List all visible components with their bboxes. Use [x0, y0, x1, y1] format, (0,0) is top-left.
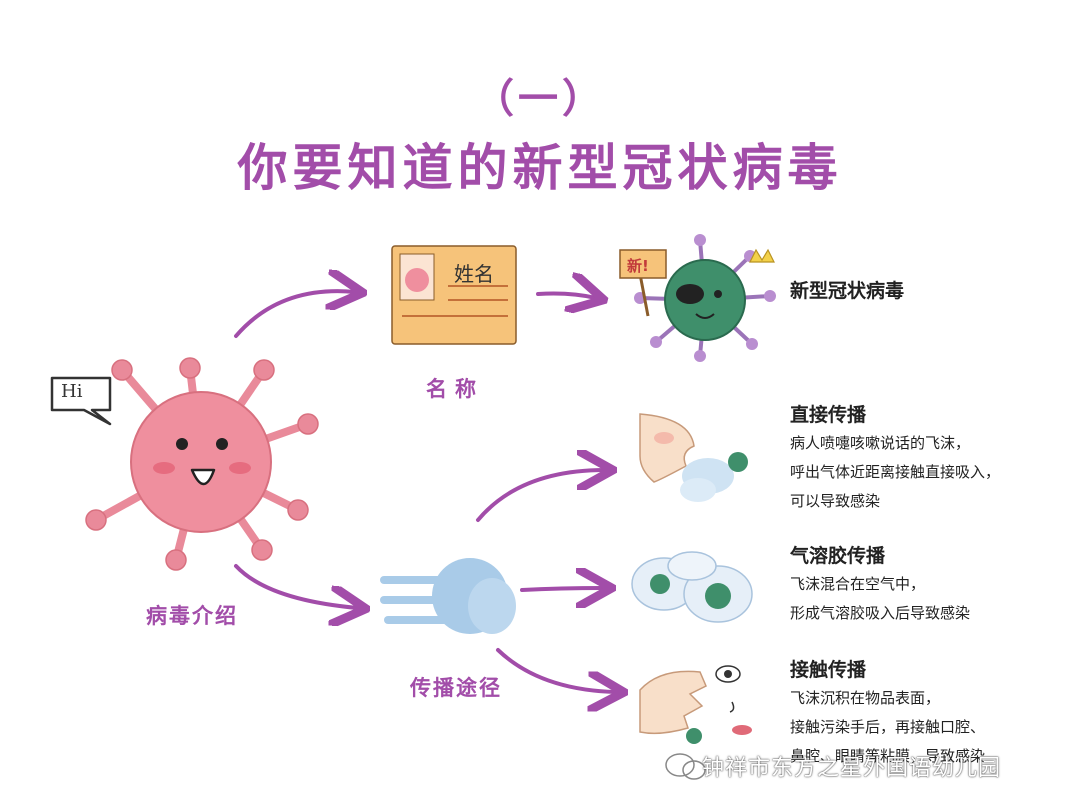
virus-small-1: [728, 452, 748, 472]
arrow-virus-to-name: [234, 291, 355, 338]
new-virus-character: [619, 234, 776, 362]
transmission-label: 传播途径: [410, 676, 502, 700]
name-card: [391, 245, 517, 345]
route-title: 气溶胶传播: [790, 545, 886, 567]
aerosol-clouds: [631, 551, 753, 623]
route-title: 直接传播: [790, 404, 867, 426]
watermark-text: 钟祥市东方之星外国语幼儿园: [702, 756, 1002, 781]
route-contact: 接触传播 飞沫沉积在物品表面， 接触污染手后，再接触口腔、 鼻腔、眼睛等粘膜，导…: [790, 655, 985, 771]
arrow-virus-to-transmission: [234, 564, 358, 608]
speech-bubble: [50, 376, 112, 426]
route-text: 飞沫沉积在物品表面， 接触污染手后，再接触口腔、 鼻腔、眼睛等粘膜，导致感染: [790, 689, 986, 765]
arrow-name-to-result: [536, 294, 596, 299]
name-label: 名称: [426, 377, 484, 401]
sneezing-face: [639, 413, 734, 502]
route-text: 飞沫混合在空气中， 形成气溶胶吸入后导致感染: [790, 575, 971, 622]
greeting-text: Hi: [61, 381, 83, 402]
virus-mascot: [85, 357, 319, 571]
page-title: 你要知道的新型冠状病毒: [237, 139, 843, 197]
flow-arrows: [234, 291, 616, 692]
card-name-field: 姓名: [454, 262, 494, 286]
route-text: 病人喷嚏咳嗽说话的飞沫， 呼出气体近距离接触直接吸入， 可以导致感染: [790, 434, 1001, 510]
section-number: （一）: [474, 76, 606, 122]
route-direct: 直接传播 病人喷嚏咳嗽说话的飞沫， 呼出气体近距离接触直接吸入， 可以导致感染: [790, 400, 1000, 516]
wind-puff: [380, 558, 516, 634]
virus-name: 新型冠状病毒: [790, 280, 905, 302]
route-title: 接触传播: [790, 659, 867, 681]
arrow-to-direct: [476, 470, 605, 522]
arrow-to-contact: [496, 648, 616, 692]
virus-intro-label: 病毒介绍: [146, 604, 238, 628]
wechat-icon: [665, 753, 706, 780]
hand-contact: [639, 665, 752, 744]
arrow-to-aerosol: [520, 588, 604, 590]
new-sign-text: 新!: [627, 257, 649, 275]
route-aerosol: 气溶胶传播 飞沫混合在空气中， 形成气溶胶吸入后导致感染: [790, 541, 970, 628]
